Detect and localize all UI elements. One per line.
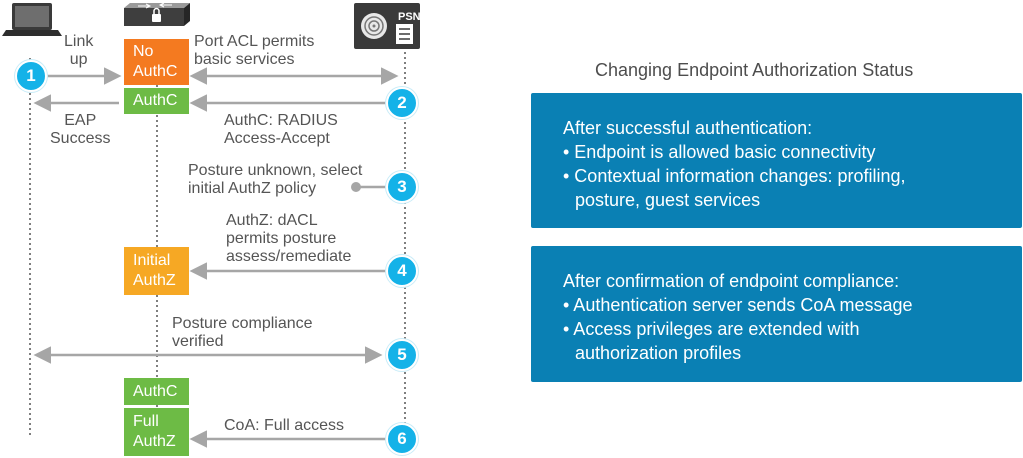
authc-state-2: AuthC bbox=[124, 378, 189, 405]
laptop-icon bbox=[2, 3, 62, 36]
posture-unknown-dot bbox=[351, 182, 361, 192]
authc-state: AuthC bbox=[124, 88, 189, 114]
box2-bullet: • Access privileges are extended with bbox=[563, 319, 860, 339]
switch-icon bbox=[124, 2, 190, 26]
box1-bullet: • Endpoint is allowed basic connectivity bbox=[563, 142, 876, 162]
step-2-badge: 2 bbox=[386, 87, 418, 119]
step-5-badge: 5 bbox=[386, 339, 418, 371]
port-acl-label: Port ACL permits basic services bbox=[194, 33, 315, 68]
box1-heading: After successful authentication: bbox=[563, 118, 813, 138]
full-authz-state: Full AuthZ bbox=[124, 408, 189, 456]
panel-title: Changing Endpoint Authorization Status bbox=[595, 60, 914, 80]
box2-heading: After confirmation of endpoint complianc… bbox=[563, 271, 900, 291]
eap-success-label: EAP Success bbox=[50, 112, 111, 147]
no-authc-state: No AuthC bbox=[124, 39, 189, 85]
step-6-badge: 6 bbox=[386, 423, 418, 455]
box2-bullet-continuation: authorization profiles bbox=[575, 343, 742, 363]
step-3-badge: 3 bbox=[386, 171, 418, 203]
radius-accept-label: AuthC: RADIUS Access-Accept bbox=[224, 112, 338, 147]
compliance-info-box: After confirmation of endpoint complianc… bbox=[531, 246, 1022, 382]
posture-compliance-label: Posture compliance verified bbox=[172, 315, 313, 350]
link-up-label: Link up bbox=[64, 33, 94, 68]
step-1-badge: 1 bbox=[15, 60, 47, 92]
box2-bullet: • Authentication server sends CoA messag… bbox=[563, 295, 913, 315]
coa-label: CoA: Full access bbox=[224, 417, 345, 434]
posture-unknown-label: Posture unknown, select initial AuthZ po… bbox=[188, 162, 363, 197]
box1-bullet-continuation: posture, guest services bbox=[575, 190, 761, 210]
step-4-badge: 4 bbox=[386, 255, 418, 287]
authentication-info-box: After successful authentication: • Endpo… bbox=[531, 93, 1022, 228]
box1-bullet: • Contextual information changes: profil… bbox=[563, 166, 906, 186]
psn-label: PSN bbox=[398, 11, 421, 23]
initial-authz-state: Initial AuthZ bbox=[124, 247, 189, 295]
dacl-label: AuthZ: dACL permits posture assess/remed… bbox=[226, 212, 352, 265]
psn-server-icon bbox=[354, 3, 420, 49]
